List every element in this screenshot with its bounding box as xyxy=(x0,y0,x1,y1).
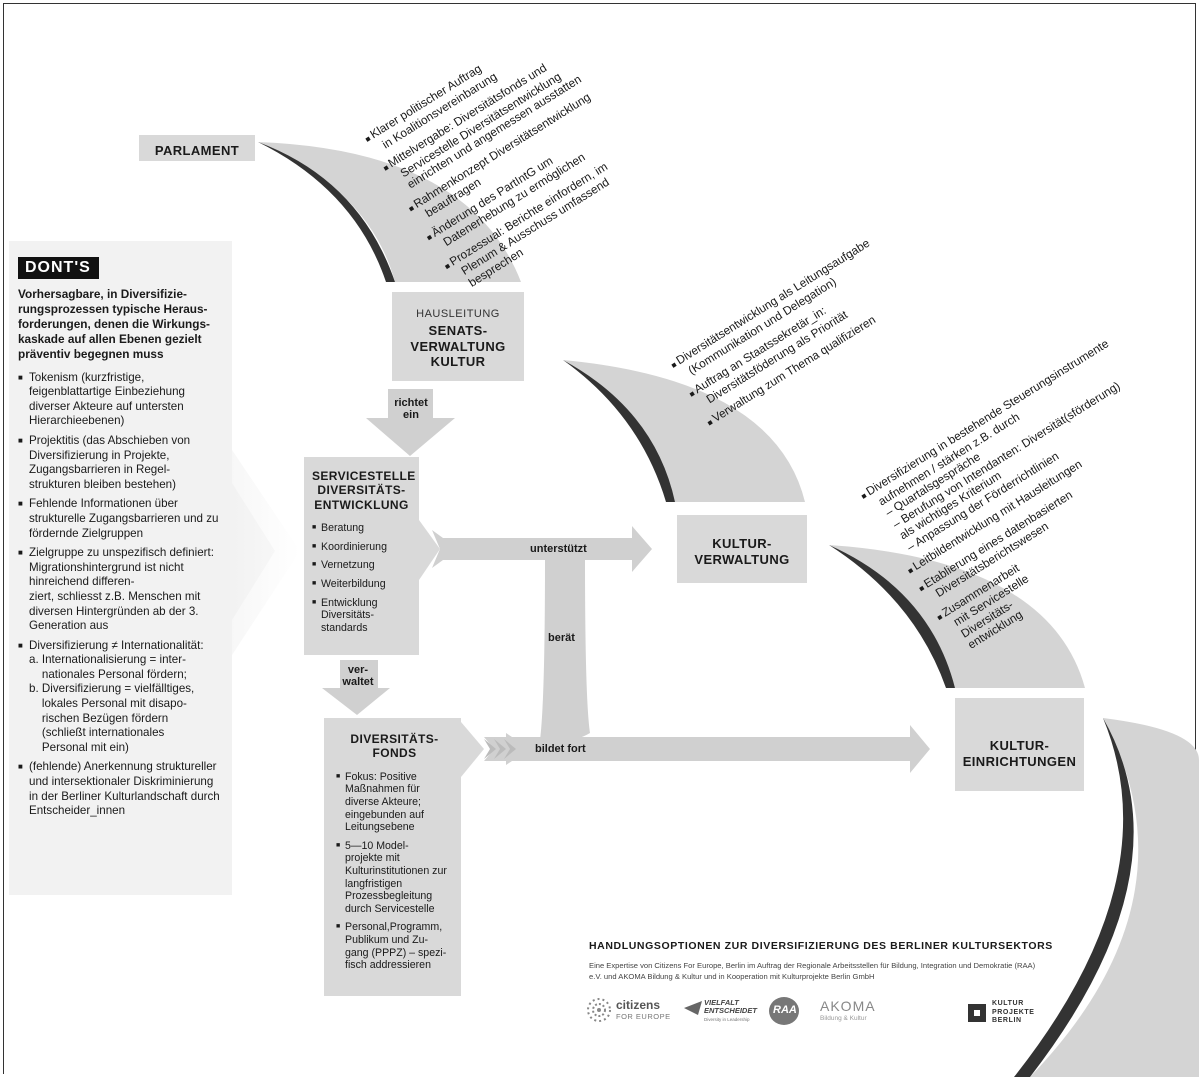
footer-title: HANDLUNGSOPTIONEN ZUR DIVERSIFIZIERUNG D… xyxy=(589,940,1053,952)
servicestelle-title: SERVICESTELLE DIVERSITÄTS- ENTWICKLUNG xyxy=(312,469,416,512)
vielfalt-entscheidet-logo: VIELFALT ENTSCHEIDET Diversity in Leader… xyxy=(684,997,757,1029)
donts-item: Zielgruppe zu unspezifisch definiert: Mi… xyxy=(18,546,222,634)
sweep-kulturverwaltung-edge xyxy=(829,545,955,688)
bildet-fort-label: bildet fort xyxy=(535,743,586,755)
arrow-unterstuetzt xyxy=(432,526,652,572)
servicestelle-arrow-tip xyxy=(419,520,440,580)
servicestelle-item: Entwicklung Diversitäts- standards xyxy=(312,597,411,635)
senatsverwaltung-label: SENATS- VERWALTUNG KULTUR xyxy=(410,323,506,370)
citizens-logo-text: citizens xyxy=(616,998,661,1012)
kulturverwaltung-box: KULTUR- VERWALTUNG xyxy=(677,515,807,583)
servicestelle-item: Koordinierung xyxy=(312,541,411,554)
sweep-parlament-edge xyxy=(258,142,395,282)
raa-logo-icon xyxy=(769,997,799,1025)
sweep-senat-edge xyxy=(563,360,675,502)
sweep-kultureinrichtungen-edge xyxy=(1014,718,1134,1077)
hausleitung-label: HAUSLEITUNG xyxy=(416,308,500,320)
kultureinrichtungen-box: KULTUR- EINRICHTUNGEN xyxy=(955,698,1084,791)
unterstuetzt-label: unterstützt xyxy=(530,543,587,555)
servicestelle-item: Weiterbildung xyxy=(312,578,411,591)
arrow-bildet-fort xyxy=(484,725,930,773)
senatsverwaltung-box: HAUSLEITUNG SENATS- VERWALTUNG KULTUR xyxy=(392,292,524,381)
servicestelle-list: Beratung Koordinierung Vernetzung Weiter… xyxy=(312,522,411,634)
vielfalt-logo-icon xyxy=(684,1001,702,1015)
kultureinrichtungen-label: KULTUR- EINRICHTUNGEN xyxy=(962,738,1077,769)
fonds-list: Fokus: Positive Maßnahmen für diverse Ak… xyxy=(336,771,453,972)
donts-intro: Vorhersagbare, in Diversifizie- rungspro… xyxy=(18,286,210,361)
vielfalt-logo-text: VIELFALT ENTSCHEIDET xyxy=(704,998,757,1015)
donts-panel: DONT'S Vorhersagbare, in Diversifizie- r… xyxy=(9,241,232,895)
raa-logo-text: RAA xyxy=(773,1004,797,1016)
verwaltet-label: ver- waltet xyxy=(342,664,374,688)
arrow-richtet-ein xyxy=(366,389,455,456)
sweep-parlament xyxy=(258,142,521,282)
sidebar-arrow-fade xyxy=(232,450,300,655)
sweep-senat xyxy=(563,360,805,502)
fonds-item: Personal,Programm, Publikum und Zu- gang… xyxy=(336,921,453,971)
servicestelle-box: SERVICESTELLE DIVERSITÄTS- ENTWICKLUNG B… xyxy=(304,457,419,655)
donts-badge: DONT'S xyxy=(18,257,99,279)
donts-item: Diversifizierung ≠ Internationalität: a.… xyxy=(18,639,222,756)
richtet-ein-label: richtet ein xyxy=(394,397,428,421)
outer-frame xyxy=(3,3,1196,1074)
chevron-3 xyxy=(504,739,516,759)
fonds-item: 5—10 Model- projekte mit Kulturinstituti… xyxy=(336,840,453,916)
kulturprojekte-berlin-logo: KULTUR PROJEKTE BERLIN xyxy=(968,1000,1048,1028)
beraet-label: berät xyxy=(548,632,575,644)
parlament-label: PARLAMENT xyxy=(154,143,240,158)
citizens-logo-icon xyxy=(587,998,611,1022)
diversitaetsfonds-box: DIVERSITÄTS- FONDS Fokus: Positive Maßna… xyxy=(324,718,461,996)
sweep-kultureinrichtungen xyxy=(1030,718,1199,1077)
akoma-logo-text: AKOMA xyxy=(820,998,876,1014)
footer-subtitle: Eine Expertise von Citizens For Europe, … xyxy=(589,961,1036,981)
servicestelle-item: Beratung xyxy=(312,522,411,535)
kulturverwaltung-label: KULTUR- VERWALTUNG xyxy=(694,536,790,567)
chevron-2 xyxy=(494,739,506,759)
donts-item: Tokenism (kurzfristige, feigenblattartig… xyxy=(18,371,222,429)
arrow-verwaltet xyxy=(322,660,390,715)
fonds-arrow-tip xyxy=(461,722,484,777)
akoma-logo: AKOMA Bildung & Kultur xyxy=(820,998,890,1026)
donts-item: Fehlende Informationen über strukturelle… xyxy=(18,497,222,541)
raa-logo: RAA xyxy=(768,996,800,1026)
akoma-logo-sub: Bildung & Kultur xyxy=(820,1015,867,1022)
chevron-1 xyxy=(484,739,496,759)
vielfalt-logo-sub: Diversity in Leadership xyxy=(704,1017,750,1022)
fonds-title: DIVERSITÄTS- FONDS xyxy=(350,732,439,761)
donts-item: (fehlende) Anerkennung struktureller und… xyxy=(18,760,222,818)
kulturprojekte-logo-icon xyxy=(968,1004,986,1022)
donts-list: Tokenism (kurzfristige, feigenblattartig… xyxy=(18,371,222,819)
parlament-box: PARLAMENT xyxy=(139,135,255,161)
beam-beraet xyxy=(540,558,590,742)
citizens-logo-sub: FOR EUROPE xyxy=(616,1012,671,1021)
kulturprojekte-logo-text: KULTUR PROJEKTE BERLIN xyxy=(992,1000,1035,1024)
donts-item: Projektitis (das Abschieben von Diversif… xyxy=(18,434,222,492)
citizens-for-europe-logo: citizens FOR EUROPE xyxy=(586,994,676,1028)
fonds-item: Fokus: Positive Maßnahmen für diverse Ak… xyxy=(336,771,453,834)
servicestelle-item: Vernetzung xyxy=(312,559,411,572)
